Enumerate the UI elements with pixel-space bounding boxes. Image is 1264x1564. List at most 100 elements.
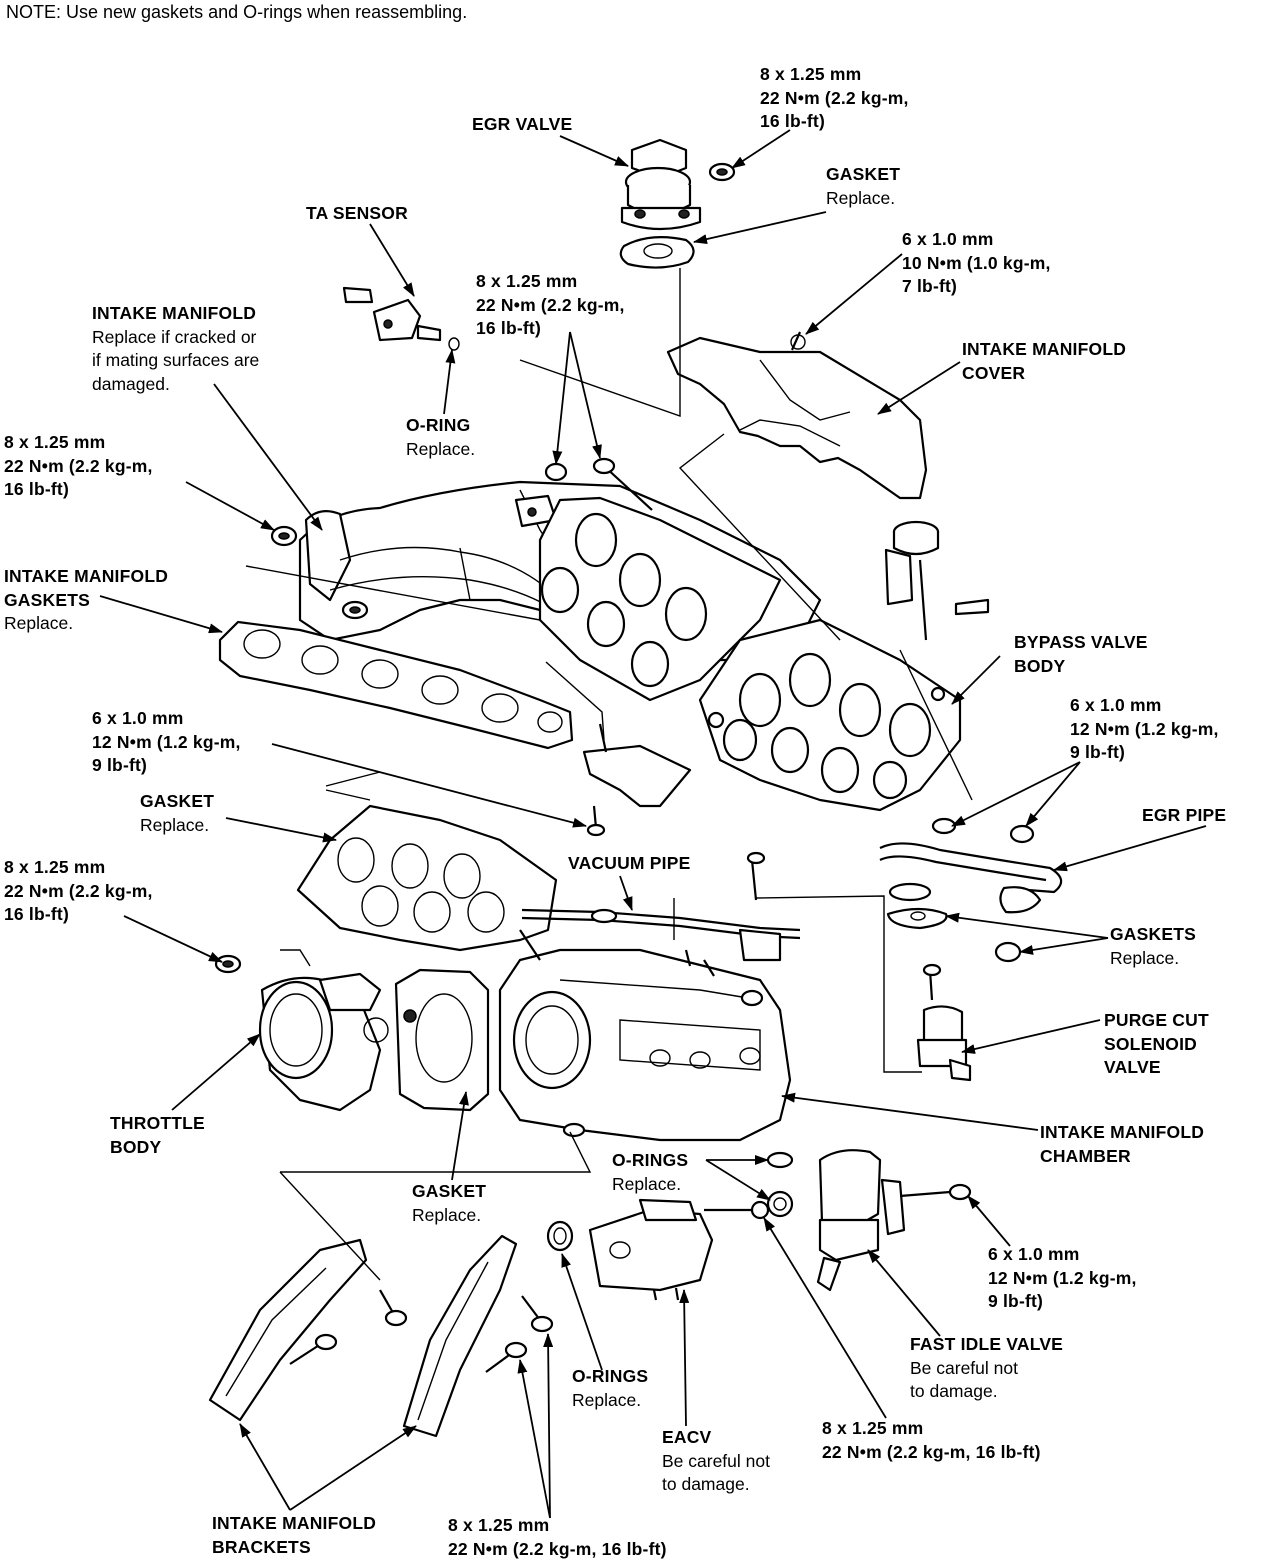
label-o-ring-ta: O-RING Replace. xyxy=(406,414,475,461)
label-line: 16 lb-ft) xyxy=(4,479,69,499)
label-line: Replace. xyxy=(572,1389,642,1410)
throttle-body xyxy=(258,949,389,1112)
intake-manifold-gaskets xyxy=(218,620,574,750)
label-line: 22 N•m (2.2 kg-m, xyxy=(760,87,909,108)
bracket-bolt xyxy=(586,805,606,837)
label-gasket-chamber: GASKET Replace. xyxy=(140,790,214,837)
label-line: BODY xyxy=(1014,655,1066,676)
manifold-stud-center xyxy=(544,457,653,511)
label-egr-bolt-torque: 8 x 1.25 mm 22 N•m (2.2 kg-m, 16 lb-ft) xyxy=(760,63,909,134)
label-title: 8 x 1.25 mm xyxy=(4,857,106,877)
label-line: 12 N•m (1.2 kg-m, xyxy=(988,1267,1137,1288)
label-line: Replace. xyxy=(406,438,476,459)
label-purge-cut-solenoid-valve: PURGE CUT SOLENOID VALVE xyxy=(1104,1009,1209,1080)
label-title: GASKET xyxy=(412,1181,487,1201)
label-line: Replace. xyxy=(1110,947,1180,968)
ta-sensor xyxy=(342,286,460,351)
label-line: BRACKETS xyxy=(212,1536,311,1557)
egr-pipe-gaskets xyxy=(886,907,948,930)
leader-arrows xyxy=(99,129,1207,1519)
label-line: 7 lb-ft) xyxy=(902,276,958,296)
fast-idle-valve xyxy=(766,1149,972,1292)
throttle-gasket xyxy=(394,968,490,1112)
label-bypass-valve-body: BYPASS VALVE BODY xyxy=(1014,631,1148,678)
manifold-flange xyxy=(538,496,782,702)
label-title: 8 x 1.25 mm xyxy=(448,1515,550,1535)
egr-valve-nut xyxy=(708,162,736,182)
label-line: 9 lb-ft) xyxy=(988,1291,1044,1311)
label-cover-bolt-torque: 6 x 1.0 mm 10 N•m (1.0 kg-m, 7 lb-ft) xyxy=(902,228,1051,299)
label-line: to damage. xyxy=(910,1381,998,1401)
label-title: 6 x 1.0 mm xyxy=(902,229,994,249)
throttle-body-nut xyxy=(214,954,242,974)
label-line: Be careful not xyxy=(662,1450,770,1471)
label-line: 22 N•m (2.2 kg-m, 16 lb-ft) xyxy=(448,1538,667,1559)
label-gasket-throttle: GASKET Replace. xyxy=(412,1180,486,1227)
label-center-bolt-torque: 8 x 1.25 mm 22 N•m (2.2 kg-m, 16 lb-ft) xyxy=(476,270,625,341)
label-line: 16 lb-ft) xyxy=(760,111,825,131)
label-line: Replace. xyxy=(4,613,74,633)
label-throttle-body: THROTTLE BODY xyxy=(110,1112,205,1159)
label-line: 9 lb-ft) xyxy=(92,755,148,775)
label-line: 22 N•m (2.2 kg-m, xyxy=(4,880,153,901)
label-title: O-RING xyxy=(406,415,471,435)
label-line: BODY xyxy=(110,1136,162,1157)
label-gaskets-egr: GASKETS Replace. xyxy=(1110,923,1196,970)
vacuum-bracket xyxy=(582,723,692,808)
label-line: SOLENOID xyxy=(1104,1033,1197,1054)
label-bracket-bolt-torque: 6 x 1.0 mm 12 N•m (1.2 kg-m, 9 lb-ft) xyxy=(92,707,241,778)
label-line: 12 N•m (1.2 kg-m, xyxy=(92,731,241,752)
label-gasket-top: GASKET Replace. xyxy=(826,163,900,210)
reassembly-note: NOTE: Use new gaskets and O-rings when r… xyxy=(6,2,468,22)
egr-pipe-nuts xyxy=(931,817,1035,963)
label-line: 22 N•m (2.2 kg-m, xyxy=(476,294,625,315)
eacv xyxy=(546,1198,770,1301)
label-title: INTAKE MANIFOLD xyxy=(962,339,1127,359)
label-throttle-nut-torque: 8 x 1.25 mm 22 N•m (2.2 kg-m, 16 lb-ft) xyxy=(4,856,153,927)
label-line: damaged. xyxy=(92,373,170,394)
label-intake-manifold-gaskets: INTAKE MANIFOLD GASKETS Replace. xyxy=(4,565,168,636)
label-title: EACV xyxy=(662,1427,712,1447)
bypass-actuator xyxy=(884,520,990,641)
label-line: Replace. xyxy=(826,187,896,208)
intake-manifold-chamber xyxy=(498,851,792,1142)
label-line: VALVE xyxy=(1104,1057,1161,1077)
label-line: Replace. xyxy=(412,1204,482,1225)
label-brackets-bolt-torque: 8 x 1.25 mm 22 N•m (2.2 kg-m, 16 lb-ft) xyxy=(448,1514,667,1561)
label-title: 6 x 1.0 mm xyxy=(92,708,184,728)
label-fast-idle-valve: FAST IDLE VALVE Be careful not to damage… xyxy=(910,1333,1063,1404)
intake-manifold-cover xyxy=(666,331,928,500)
label-title: VACUUM PIPE xyxy=(568,853,691,873)
label-ta-sensor: TA SENSOR xyxy=(306,202,408,226)
label-line: 16 lb-ft) xyxy=(476,318,541,338)
label-line: if mating surfaces are xyxy=(92,350,260,370)
label-intake-manifold-cover: INTAKE MANIFOLD COVER xyxy=(962,338,1126,385)
label-intake-manifold-brackets: INTAKE MANIFOLD BRACKETS xyxy=(212,1512,376,1559)
egr-pipe xyxy=(879,842,1063,914)
label-egr-pipe-bolt-torque: 6 x 1.0 mm 12 N•m (1.2 kg-m, 9 lb-ft) xyxy=(1070,694,1219,765)
label-line: 12 N•m (1.2 kg-m, xyxy=(1070,718,1219,739)
label-title: INTAKE MANIFOLD xyxy=(92,303,257,323)
intake-manifold-bracket-right xyxy=(402,1234,518,1438)
label-egr-pipe: EGR PIPE xyxy=(1142,804,1226,828)
label-title: THROTTLE xyxy=(110,1113,205,1133)
label-line: Replace if cracked or xyxy=(92,326,257,347)
label-title: EGR PIPE xyxy=(1142,805,1227,825)
label-vacuum-pipe: VACUUM PIPE xyxy=(568,852,690,876)
label-egr-valve: EGR VALVE xyxy=(472,113,572,137)
label-eacv: EACV Be careful not to damage. xyxy=(662,1426,770,1497)
label-line: COVER xyxy=(962,362,1026,383)
egr-valve-gasket xyxy=(619,236,695,269)
egr-valve xyxy=(620,138,702,231)
label-title: TA SENSOR xyxy=(306,203,408,223)
label-line: CHAMBER xyxy=(1040,1145,1131,1166)
label-intake-manifold: INTAKE MANIFOLD Replace if cracked or if… xyxy=(92,302,259,396)
label-title: 8 x 1.25 mm xyxy=(476,271,578,291)
label-line: 16 lb-ft) xyxy=(4,904,69,924)
label-title: GASKETS xyxy=(1110,924,1196,944)
label-line: Replace. xyxy=(612,1173,682,1194)
label-line: Replace. xyxy=(140,814,210,835)
label-title: 6 x 1.0 mm xyxy=(1070,695,1162,715)
chamber-gasket xyxy=(296,804,558,952)
